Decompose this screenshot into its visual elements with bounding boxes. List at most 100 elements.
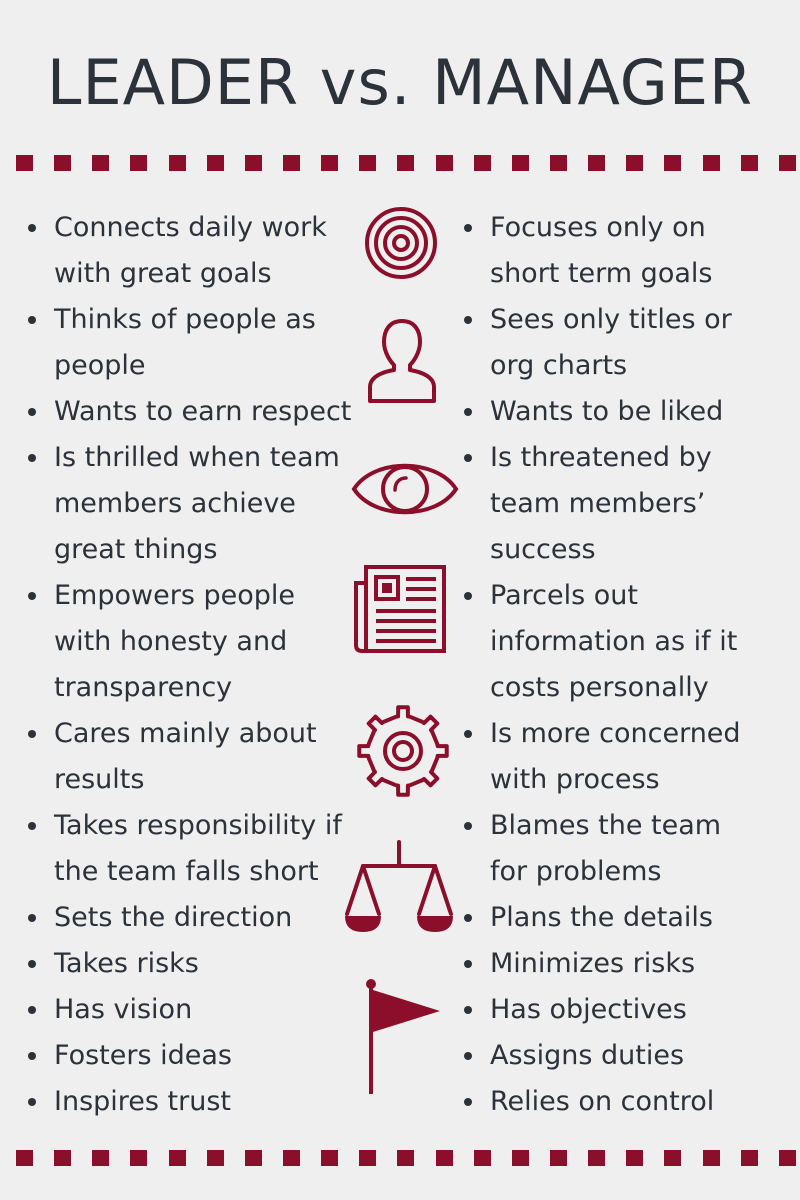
leader-item: Sets the direction bbox=[22, 895, 367, 941]
divider-dash bbox=[473, 155, 491, 171]
leader-item: Inspires trust bbox=[22, 1079, 367, 1125]
leader-item-line: Connects daily work bbox=[54, 212, 327, 243]
manager-item-line: Plans the details bbox=[490, 902, 713, 933]
manager-item-line: for problems bbox=[490, 856, 662, 887]
leader-item: Fosters ideas bbox=[22, 1033, 367, 1079]
leader-item-line: with great goals bbox=[54, 258, 272, 289]
manager-item-line: Focuses only on bbox=[490, 212, 706, 243]
divider-dash bbox=[626, 155, 644, 171]
leader-item-line: Is thrilled when team bbox=[54, 442, 340, 473]
manager-item-line: Is threatened by bbox=[490, 442, 712, 473]
manager-item-line: Parcels out bbox=[490, 580, 638, 611]
divider-dash bbox=[16, 1150, 33, 1166]
manager-item-line: org charts bbox=[490, 350, 628, 381]
divider-dash bbox=[168, 1150, 186, 1166]
divider-dash bbox=[664, 155, 682, 171]
divider-dash bbox=[16, 155, 33, 171]
manager-item: Assigns duties bbox=[458, 1033, 788, 1079]
flag-icon bbox=[362, 978, 446, 1096]
manager-item-line: costs personally bbox=[490, 672, 709, 703]
leader-item-line: Inspires trust bbox=[54, 1086, 232, 1117]
leader-item: Has vision bbox=[22, 987, 367, 1033]
manager-item-line: Sees only titles or bbox=[490, 304, 732, 335]
divider-dash bbox=[549, 1150, 567, 1166]
divider-dash bbox=[130, 1150, 148, 1166]
target-icon bbox=[363, 205, 439, 281]
manager-item-line: Has objectives bbox=[490, 994, 687, 1025]
leader-item-line: Has vision bbox=[54, 994, 193, 1025]
manager-item: Is threatened by team members’ success bbox=[458, 435, 788, 573]
leader-item-line: Thinks of people as bbox=[54, 304, 316, 335]
leader-item: Takes responsibility if the team falls sh… bbox=[22, 803, 367, 895]
top-divider bbox=[16, 155, 796, 171]
leader-item-line: members achieve bbox=[54, 488, 296, 519]
leader-item: Connects daily work with great goals bbox=[22, 205, 367, 297]
bottom-divider bbox=[16, 1150, 796, 1166]
divider-dash bbox=[702, 1150, 720, 1166]
divider-dash bbox=[588, 155, 606, 171]
person-icon bbox=[364, 315, 440, 407]
divider-dash bbox=[435, 155, 453, 171]
manager-item-line: team members’ bbox=[490, 488, 706, 519]
leader-item-line: results bbox=[54, 764, 145, 795]
leader-item-line: great things bbox=[54, 534, 218, 565]
leader-item-line: Cares mainly about bbox=[54, 718, 317, 749]
divider-dash bbox=[282, 155, 300, 171]
leader-item: Wants to earn respect bbox=[22, 389, 367, 435]
manager-item-line: Assigns duties bbox=[490, 1040, 685, 1071]
scales-icon bbox=[343, 840, 455, 936]
divider-dash bbox=[397, 1150, 415, 1166]
divider-dash bbox=[244, 1150, 262, 1166]
leader-item-line: Sets the direction bbox=[54, 902, 293, 933]
leader-item: Is thrilled when team members achieve grea… bbox=[22, 435, 367, 573]
divider-dash bbox=[664, 1150, 682, 1166]
leader-item-line: Wants to earn respect bbox=[54, 396, 352, 427]
manager-item: Parcels out information as if it costs per… bbox=[458, 573, 788, 711]
divider-dash bbox=[92, 155, 110, 171]
manager-item: Relies on control bbox=[458, 1079, 788, 1125]
divider-dash bbox=[244, 155, 262, 171]
divider-dash bbox=[282, 1150, 300, 1166]
divider-dash bbox=[54, 1150, 72, 1166]
divider-dash bbox=[435, 1150, 453, 1166]
leader-item-line: Takes responsibility if bbox=[54, 810, 342, 841]
manager-item: Sees only titles or org charts bbox=[458, 297, 788, 389]
manager-item-line: information as if it bbox=[490, 626, 738, 657]
leader-item-line: with honesty and bbox=[54, 626, 288, 657]
divider-dash bbox=[740, 1150, 758, 1166]
page-title: LEADER vs. MANAGER bbox=[46, 46, 754, 119]
manager-item: Plans the details bbox=[458, 895, 788, 941]
manager-item: Is more concerned with process bbox=[458, 711, 788, 803]
leader-item-line: the team falls short bbox=[54, 856, 319, 887]
manager-item: Wants to be liked bbox=[458, 389, 788, 435]
manager-item: Minimizes risks bbox=[458, 941, 788, 987]
manager-item-line: with process bbox=[490, 764, 660, 795]
divider-dash bbox=[359, 155, 377, 171]
divider-dash bbox=[206, 155, 224, 171]
eye-icon bbox=[350, 452, 460, 526]
leader-item: Takes risks bbox=[22, 941, 367, 987]
divider-dash bbox=[397, 155, 415, 171]
manager-item-line: Wants to be liked bbox=[490, 396, 724, 427]
manager-item: Has objectives bbox=[458, 987, 788, 1033]
leader-item-line: Empowers people bbox=[54, 580, 295, 611]
leader-list: Connects daily work with great goals Thin… bbox=[22, 205, 367, 1125]
gear-icon bbox=[354, 702, 452, 800]
manager-item-line: Is more concerned bbox=[490, 718, 741, 749]
divider-dash bbox=[778, 1150, 796, 1166]
leader-item-line: Takes risks bbox=[54, 948, 199, 979]
divider-dash bbox=[549, 155, 567, 171]
manager-item-line: success bbox=[490, 534, 596, 565]
divider-dash bbox=[473, 1150, 491, 1166]
manager-item-line: Minimizes risks bbox=[490, 948, 696, 979]
manager-item-line: Relies on control bbox=[490, 1086, 715, 1117]
divider-dash bbox=[321, 155, 339, 171]
divider-dash bbox=[206, 1150, 224, 1166]
divider-dash bbox=[588, 1150, 606, 1166]
divider-dash bbox=[92, 1150, 110, 1166]
divider-dash bbox=[511, 1150, 529, 1166]
